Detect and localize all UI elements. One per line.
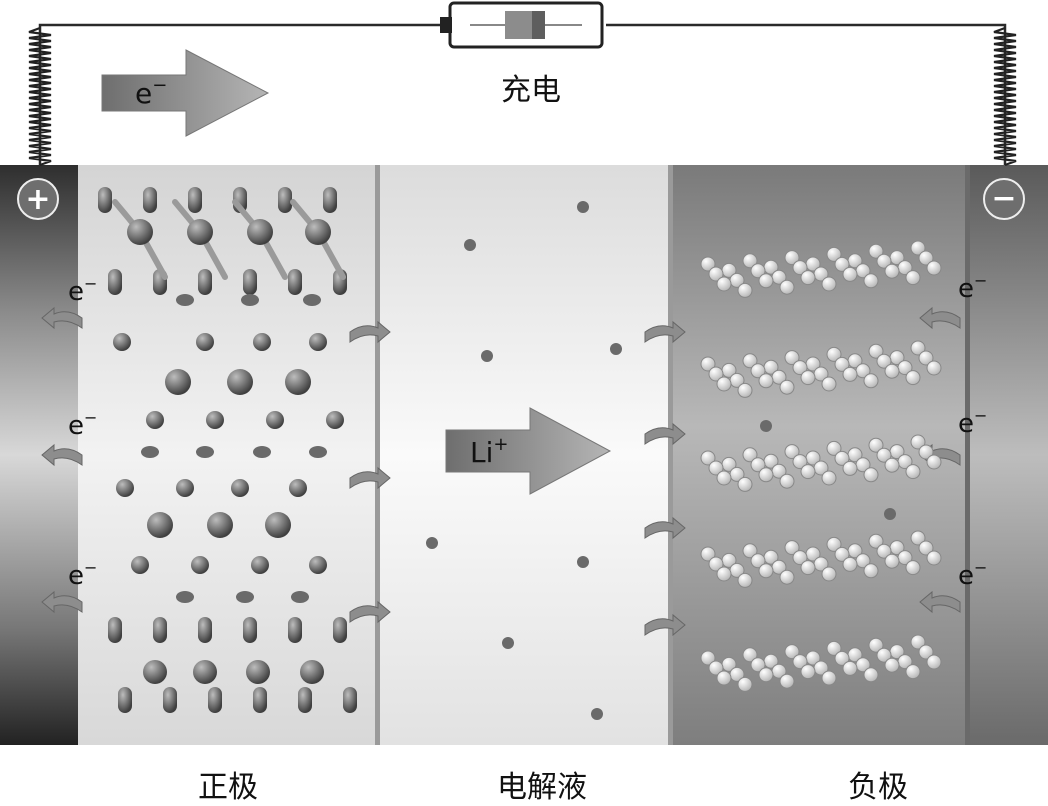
anode-caption: 负极 <box>848 770 908 805</box>
battery-icon <box>440 1 604 49</box>
small-arrow-icon <box>349 320 391 344</box>
lithium-ion-dot <box>502 637 514 649</box>
lithium-ion-dot <box>577 556 589 568</box>
svg-text:e−: e− <box>958 406 987 439</box>
svg-text:e−: e− <box>68 558 97 591</box>
svg-text:e−: e− <box>958 271 987 304</box>
positive-terminal-icon: + <box>17 178 59 220</box>
negative-current-collector <box>965 165 1048 745</box>
cathode-region <box>78 165 376 745</box>
lithium-ion-dot <box>426 537 438 549</box>
separator-left <box>375 165 380 745</box>
electrolyte-caption: 电解液 <box>497 770 587 805</box>
lithium-ion-flow-arrow: Li+ <box>445 407 612 495</box>
electron-labels: e− e− e− e− e− e− <box>68 271 987 591</box>
small-arrow-icon <box>644 422 686 446</box>
svg-text:e−: e− <box>135 75 167 110</box>
charging-label: 充电 <box>501 73 561 108</box>
small-arrow-icon <box>919 306 961 330</box>
cathode-caption: 正极 <box>198 770 258 805</box>
lithium-ion-dot <box>577 201 589 213</box>
svg-text:+: + <box>25 182 50 217</box>
svg-text:e−: e− <box>68 408 97 441</box>
electron-flow-arrow-top: e− <box>101 49 270 137</box>
small-arrow-icon <box>349 466 391 490</box>
terminal-springs <box>28 26 1017 167</box>
small-arrow-icon <box>644 516 686 540</box>
lithium-ion-dot <box>591 708 603 720</box>
cathode-lattice <box>98 187 357 713</box>
small-arrow-icon <box>41 306 83 330</box>
lithium-ion-dot <box>481 350 493 362</box>
small-arrow-icon <box>644 320 686 344</box>
svg-text:e−: e− <box>958 558 987 591</box>
svg-text:Li+: Li+ <box>470 434 508 469</box>
separator-right <box>668 165 673 745</box>
small-arrow-icon <box>919 590 961 614</box>
negative-terminal-icon: − <box>983 178 1025 220</box>
electrolyte-lithium-ions <box>426 201 896 720</box>
lithium-ion-dot <box>610 343 622 355</box>
svg-text:e−: e− <box>68 274 97 307</box>
lithium-ion-dot <box>760 420 772 432</box>
lithium-ion-dot <box>884 508 896 520</box>
svg-text:−: − <box>991 181 1016 216</box>
small-flow-arrows <box>41 306 961 637</box>
small-arrow-icon <box>349 600 391 624</box>
anode-graphite-layers <box>700 240 942 692</box>
small-arrow-icon <box>41 443 83 467</box>
small-arrow-icon <box>644 613 686 637</box>
small-arrow-icon <box>41 590 83 614</box>
lithium-ion-dot <box>464 239 476 251</box>
